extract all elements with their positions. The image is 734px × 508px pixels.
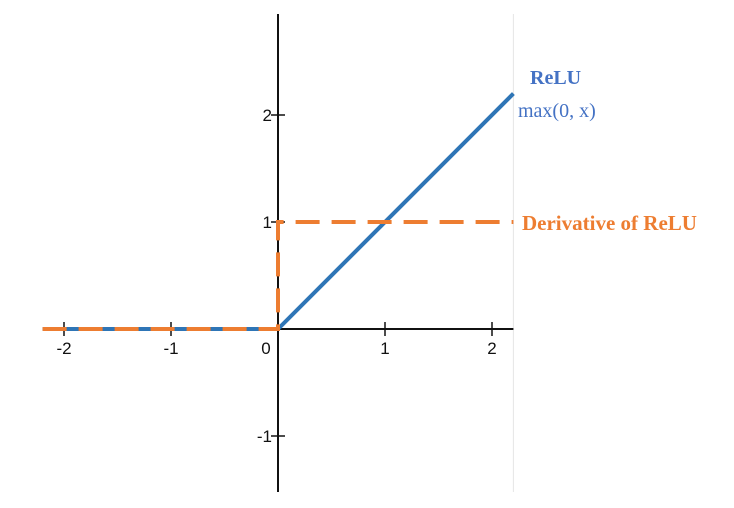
x-tick-label: -2 <box>56 339 71 358</box>
relu-derivative-line <box>42 220 514 331</box>
x-tick-label: -1 <box>163 339 178 358</box>
y-tick-label: -1 <box>257 427 272 446</box>
x-tick-label: 2 <box>487 339 496 358</box>
y-tick-label: 2 <box>263 106 272 125</box>
labels-layer: ReLU max(0, x) Derivative of ReLU <box>518 67 697 235</box>
relu-series-label: ReLU <box>530 67 581 89</box>
x-tick-label: 1 <box>380 339 389 358</box>
relu-formula-label: max(0, x) <box>518 100 596 122</box>
relu-derivative-label: Derivative of ReLU <box>522 211 697 235</box>
x-tick-label: 0 <box>261 339 270 358</box>
series-layer <box>42 92 515 331</box>
y-tick-label: 1 <box>263 213 272 232</box>
